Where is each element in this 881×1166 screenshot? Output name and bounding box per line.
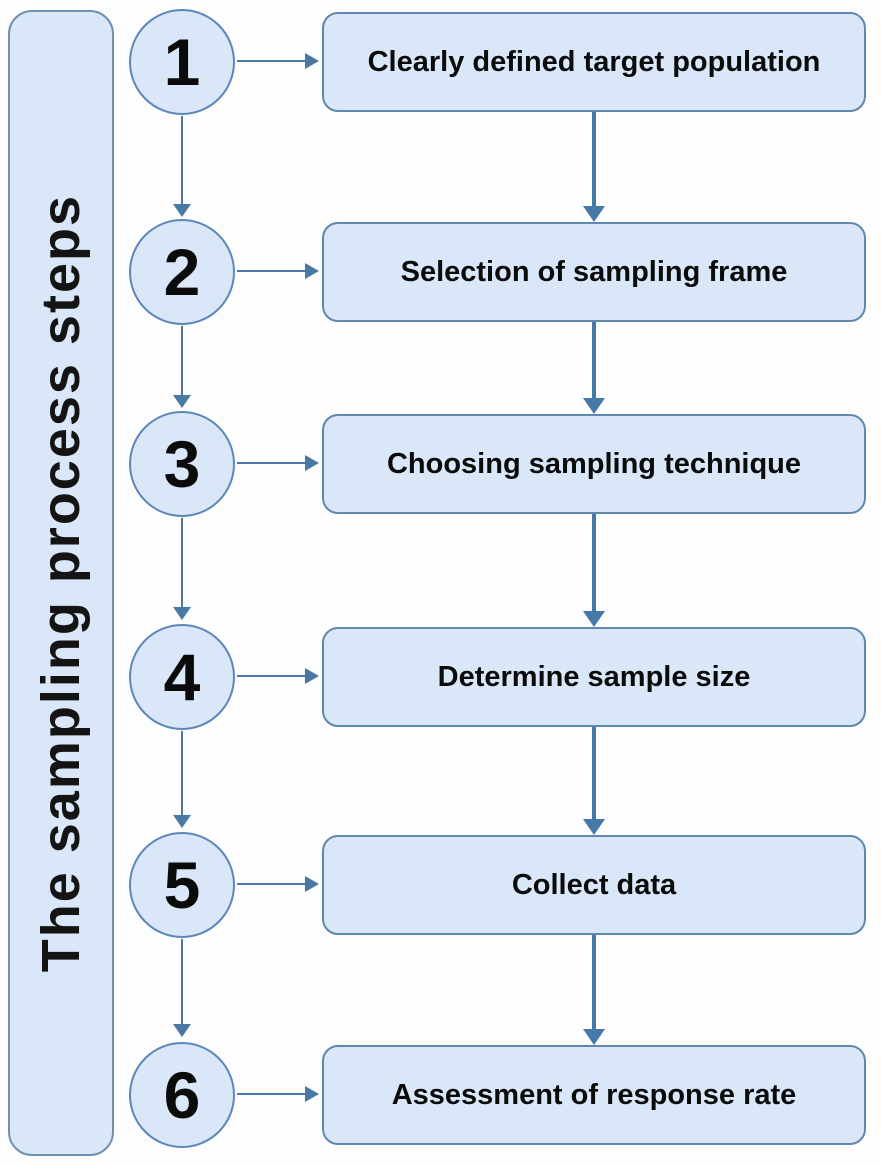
step-circle-4: 4 — [129, 624, 235, 730]
step-box-2: Selection of sampling frame — [322, 222, 866, 322]
step-number-6: 6 — [163, 1058, 201, 1132]
step-number-1: 1 — [163, 25, 201, 99]
step-arrow-4-head — [305, 668, 319, 684]
step-row-4: 4 Determine sample size — [0, 624, 881, 730]
step-circle-3: 3 — [129, 411, 235, 517]
step-label-3: Choosing sampling technique — [386, 447, 802, 480]
step-arrow-3-line — [237, 462, 307, 464]
step-box-1: Clearly defined target population — [322, 12, 866, 112]
step-circle-6: 6 — [129, 1042, 235, 1148]
step-arrow-2-head — [305, 263, 319, 279]
box-connector-arrow-5-6-line — [592, 935, 596, 1029]
step-row-2: 2 Selection of sampling frame — [0, 219, 881, 325]
step-row-5: 5 Collect data — [0, 832, 881, 938]
step-arrow-4-line — [237, 675, 307, 677]
step-number-2: 2 — [163, 235, 201, 309]
step-arrow-1-line — [237, 60, 307, 62]
box-connector-arrow-5-6-head — [583, 1029, 605, 1045]
sidebar-title-panel: The sampling process steps — [8, 10, 114, 1156]
circle-connector-arrow-5-6-line — [181, 939, 183, 1026]
step-circle-1: 1 — [129, 9, 235, 115]
step-circle-2: 2 — [129, 219, 235, 325]
box-connector-arrow-1-2-line — [592, 112, 596, 206]
step-arrow-5-line — [237, 883, 307, 885]
step-circle-5: 5 — [129, 832, 235, 938]
box-connector-arrow-3-4-line — [592, 514, 596, 611]
circle-connector-arrow-3-4-line — [181, 518, 183, 609]
step-box-4: Determine sample size — [322, 627, 866, 727]
step-row-3: 3 Choosing sampling technique — [0, 411, 881, 517]
step-number-5: 5 — [163, 848, 201, 922]
step-box-3: Choosing sampling technique — [322, 414, 866, 514]
step-arrow-6-head — [305, 1086, 319, 1102]
step-box-5: Collect data — [322, 835, 866, 935]
box-connector-arrow-4-5-head — [583, 819, 605, 835]
step-number-4: 4 — [163, 640, 201, 714]
circle-connector-arrow-2-3-head — [173, 395, 191, 408]
circle-connector-arrow-2-3-line — [181, 326, 183, 397]
circle-connector-arrow-4-5-line — [181, 731, 183, 817]
step-box-6: Assessment of response rate — [322, 1045, 866, 1145]
step-arrow-6-line — [237, 1093, 307, 1095]
step-label-2: Selection of sampling frame — [400, 255, 788, 288]
step-label-6: Assessment of response rate — [391, 1078, 797, 1111]
circle-connector-arrow-4-5-head — [173, 815, 191, 828]
step-label-5: Collect data — [511, 868, 677, 901]
step-arrow-3-head — [305, 455, 319, 471]
circle-connector-arrow-1-2-line — [181, 116, 183, 206]
box-connector-arrow-4-5-line — [592, 727, 596, 819]
step-label-4: Determine sample size — [437, 660, 751, 693]
box-connector-arrow-3-4-head — [583, 611, 605, 627]
circle-connector-arrow-5-6-head — [173, 1024, 191, 1037]
step-number-3: 3 — [163, 427, 201, 501]
box-connector-arrow-1-2-head — [583, 206, 605, 222]
circle-connector-arrow-1-2-head — [173, 204, 191, 217]
step-row-1: 1 Clearly defined target population — [0, 9, 881, 115]
step-row-6: 6 Assessment of response rate — [0, 1042, 881, 1148]
step-arrow-1-head — [305, 53, 319, 69]
step-arrow-5-head — [305, 876, 319, 892]
step-label-1: Clearly defined target population — [367, 45, 821, 78]
box-connector-arrow-2-3-line — [592, 322, 596, 398]
box-connector-arrow-2-3-head — [583, 398, 605, 414]
step-arrow-2-line — [237, 270, 307, 272]
circle-connector-arrow-3-4-head — [173, 607, 191, 620]
